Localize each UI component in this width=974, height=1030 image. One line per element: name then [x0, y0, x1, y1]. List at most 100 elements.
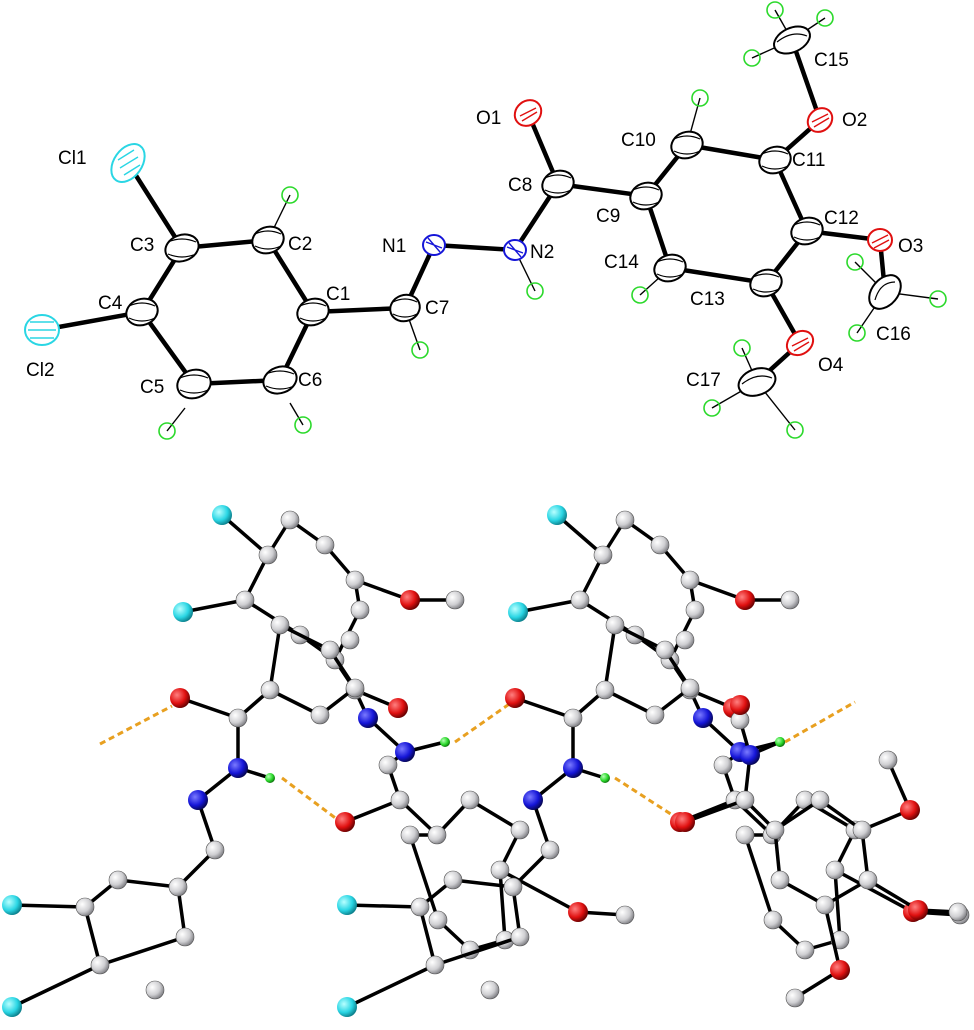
label-C13: C13 — [690, 289, 725, 310]
label-C15: C15 — [814, 50, 849, 71]
atom-C10 — [670, 130, 704, 160]
atom-C6 — [262, 365, 298, 395]
carbon-atom — [310, 705, 330, 725]
carbon-atom — [280, 510, 300, 530]
carbon-atom — [480, 980, 500, 1000]
packing-bond — [451, 878, 515, 889]
hydrogen-atom — [600, 773, 610, 783]
carbon-atom — [108, 870, 128, 890]
label-O1: O1 — [476, 108, 501, 129]
ortep-bonds — [39, 37, 888, 387]
carbon-atom — [410, 897, 430, 917]
packing-molecule-upper-right — [508, 505, 970, 960]
packing-molecule-upper-left — [173, 505, 635, 960]
label-C6: C6 — [298, 370, 322, 391]
carbon-atom — [400, 825, 420, 845]
hydrogen-bond-dashed-line — [281, 776, 339, 822]
carbon-atom — [815, 895, 835, 915]
atom-C9 — [629, 181, 663, 211]
chlorine-atom — [337, 997, 357, 1017]
packing-bond — [345, 963, 437, 1009]
carbon-atom — [510, 820, 530, 840]
oxygen-atom — [830, 960, 850, 980]
packing-bond — [516, 598, 582, 614]
carbon-atom — [175, 927, 195, 947]
atom-C16 — [868, 274, 902, 310]
chlorine-atom — [212, 505, 232, 525]
chlorine-atom — [547, 505, 567, 525]
oxygen-atom — [400, 590, 420, 610]
chlorine-atom — [2, 997, 22, 1017]
hydrogen-bond-lines — [99, 698, 856, 822]
packing-bond — [345, 903, 422, 909]
nitrogen-atom — [358, 708, 378, 728]
packing-bond — [743, 833, 775, 922]
carbon-atom — [948, 902, 968, 922]
carbon-atom — [490, 860, 510, 880]
packing-bond — [603, 623, 617, 692]
oxygen-atom — [335, 812, 355, 832]
carbon-atom — [595, 680, 615, 700]
carbon-atom — [563, 708, 583, 728]
carbon-atom — [320, 640, 340, 660]
packing-bond — [178, 696, 240, 720]
hydrogen-bond-dashed-line — [614, 776, 681, 822]
carbon-atom — [810, 790, 830, 810]
packing-bond — [498, 868, 507, 942]
label-C1: C1 — [326, 284, 350, 305]
atom-C13 — [749, 268, 783, 298]
carbon-atom — [763, 910, 783, 930]
hydrogen-atom — [775, 737, 785, 747]
carbon-atom — [345, 570, 365, 590]
packing-bond — [278, 623, 332, 652]
carbon-atom — [260, 680, 280, 700]
carbon-atom — [540, 840, 560, 860]
nitrogen-atom — [740, 745, 760, 765]
carbon-atom — [425, 955, 445, 975]
carbon-atom — [345, 678, 365, 698]
packing-bond — [555, 513, 605, 557]
label-C17: C17 — [686, 370, 721, 391]
nitrogen-atom — [523, 790, 543, 810]
carbon-atom — [258, 545, 278, 565]
atom-C8 — [541, 169, 575, 199]
oxygen-atom — [505, 688, 525, 708]
carbon-atom — [680, 678, 700, 698]
carbon-atom — [852, 820, 872, 840]
atom-C7 — [389, 293, 421, 323]
packing-molecule-right-fragment — [675, 695, 968, 1008]
label-C10: C10 — [621, 130, 656, 151]
atom-C2 — [251, 225, 285, 255]
packing-bond — [10, 903, 87, 909]
nitrogen-atom — [693, 708, 713, 728]
atom-O1 — [513, 99, 543, 127]
carbon-atom — [315, 535, 335, 555]
carbon-atom — [780, 590, 800, 610]
atom-C5 — [176, 368, 212, 400]
hydrogen-bond-dashed-line — [454, 698, 516, 744]
label-C8: C8 — [508, 175, 532, 196]
nitrogen-atom — [395, 742, 415, 762]
atom-O3 — [867, 228, 893, 252]
carbon-atom — [605, 615, 625, 635]
carbon-atom — [765, 820, 785, 840]
packing-molecule-lower-left — [2, 615, 365, 1017]
packing-bond — [268, 688, 322, 717]
carbon-atom — [145, 980, 165, 1000]
packing-bond — [823, 903, 842, 972]
atom-C17 — [737, 367, 777, 397]
carbon-atom — [427, 825, 447, 845]
nitrogen-atom — [188, 790, 208, 810]
carbon-atom — [655, 640, 675, 660]
atom-C15 — [773, 25, 811, 55]
carbon-atom — [878, 750, 898, 770]
carbon-atom — [443, 870, 463, 890]
hydrogen-atom — [440, 737, 450, 747]
oxygen-atom — [908, 900, 928, 920]
label-C14: C14 — [604, 252, 639, 273]
carbon-atom — [340, 630, 360, 650]
packing-bond — [833, 868, 915, 914]
label-C11: C11 — [792, 150, 825, 171]
carbon-atom — [90, 955, 110, 975]
